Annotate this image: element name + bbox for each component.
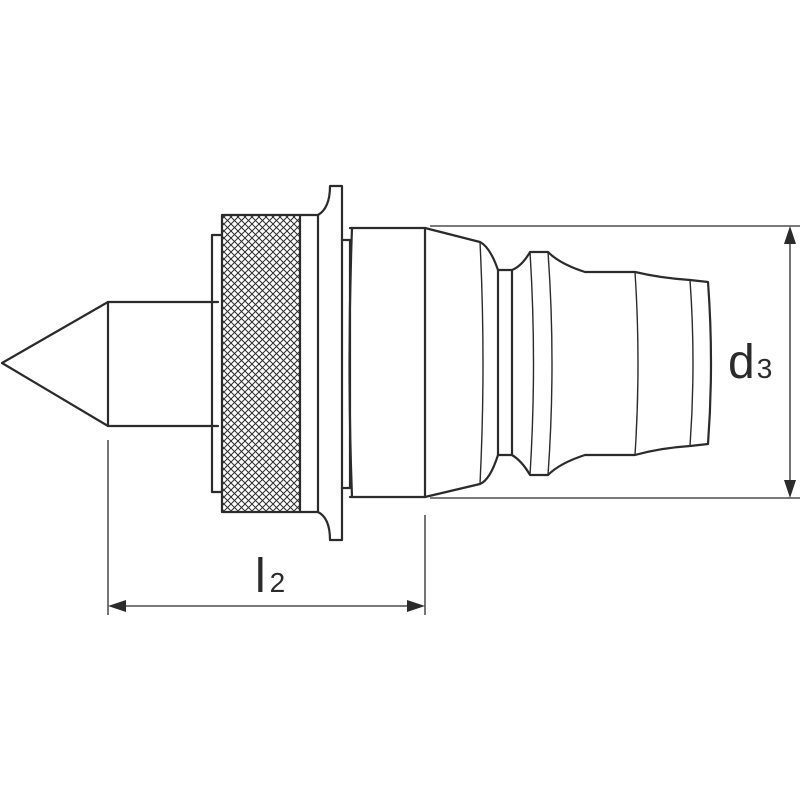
d3-arrow-bottom [784,480,796,498]
flange [316,184,352,542]
d3-arrow-top [784,226,796,244]
l2-arrow-right [407,600,425,612]
taper-shank [496,250,713,477]
knurled-nut [210,213,320,514]
body [348,226,500,499]
l2-arrow-left [108,600,126,612]
center-point [0,300,220,428]
dimension-d3: d3 [430,225,800,499]
d3-label: d3 [728,336,772,389]
